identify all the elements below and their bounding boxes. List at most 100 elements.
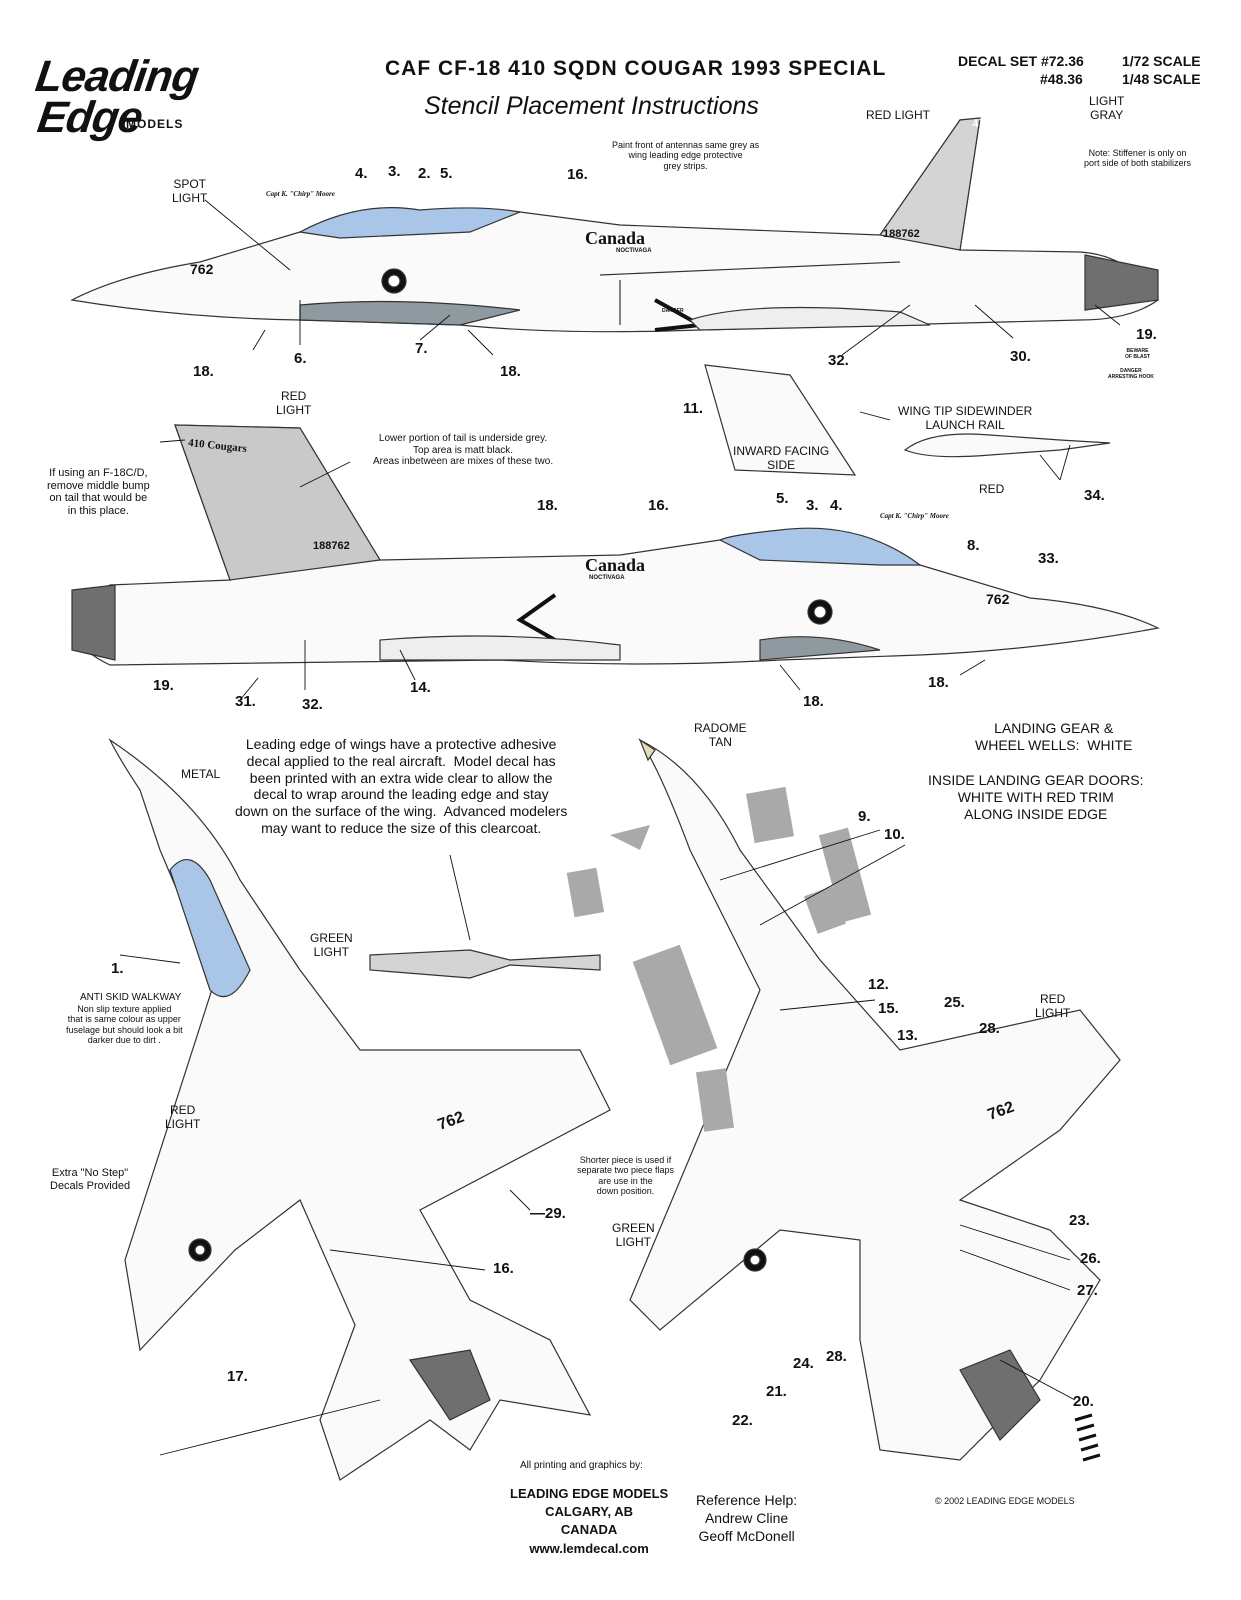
- wingtip-rail-label: WING TIP SIDEWINDER LAUNCH RAIL: [898, 404, 1033, 432]
- pilot-name-bottom: Capt K. "Chirp" Moore: [880, 512, 949, 520]
- callout-16-plan: 16.: [493, 1260, 514, 1277]
- no-step-note: Extra "No Step" Decals Provided: [50, 1167, 131, 1192]
- f18-note: If using an F-18C/D, remove middle bump …: [47, 467, 150, 517]
- red-light-label-3: RED LIGHT: [165, 1103, 201, 1131]
- sidewinder-rail: [903, 433, 1111, 458]
- radome-label: RADOME TAN: [694, 721, 747, 749]
- callout-15: 15.: [878, 1000, 899, 1017]
- logo-models: MODELS: [126, 117, 184, 131]
- inside-doors-note: INSIDE LANDING GEAR DOORS: WHITE WITH RE…: [928, 772, 1144, 822]
- callout-12: 12.: [868, 976, 889, 993]
- callout-28-a: 28.: [979, 1020, 1000, 1037]
- callout-7-top: 7.: [415, 340, 428, 357]
- anti-skid-title: ANTI SKID WALKWAY: [80, 992, 182, 1003]
- callout-17: 17.: [227, 1368, 248, 1385]
- noctivaga-top: NOCTIVAGA: [616, 248, 652, 254]
- callout-4-top: 4.: [355, 165, 368, 182]
- callout-11: 11.: [683, 400, 704, 417]
- callout-24: 24.: [793, 1355, 814, 1372]
- reference-credit: Reference Help: Andrew Cline Geoff McDon…: [696, 1492, 798, 1545]
- under-plan-aircraft: 762: [566, 738, 1121, 1461]
- bottom-profile-aircraft: 762: [71, 424, 1160, 666]
- anti-skid-note: Non slip texture applied that is same co…: [66, 1004, 183, 1046]
- metal-label: METAL: [181, 767, 221, 781]
- stiffener-note: Note: Stiffener is only on port side of …: [1084, 148, 1192, 169]
- callout-30-top: 30.: [1010, 348, 1031, 365]
- ladder-marks: [1074, 1413, 1101, 1462]
- leading-edge-strip: [369, 949, 601, 979]
- callout-18-top-b: 18.: [500, 363, 521, 380]
- callout-25: 25.: [944, 994, 965, 1011]
- shorter-piece-note: Shorter piece is used if separate two pi…: [577, 1155, 675, 1197]
- callout-16-bottom: 16.: [648, 497, 669, 514]
- beware-top: BEWARE OF BLAST: [1125, 348, 1150, 360]
- scale-1: 1/72 SCALE: [1122, 53, 1201, 69]
- callout-31: 31.: [235, 693, 256, 710]
- callout-29: —29.: [530, 1205, 566, 1222]
- callout-9: 9.: [858, 808, 871, 825]
- callout-3-top: 3.: [388, 163, 401, 180]
- callout-1: 1.: [111, 960, 124, 977]
- callout-10: 10.: [884, 826, 905, 843]
- red-light-label: RED LIGHT: [866, 108, 931, 122]
- callout-5-bottom: 5.: [776, 490, 789, 507]
- callout-6-top: 6.: [294, 350, 307, 367]
- callout-34: 34.: [1084, 487, 1105, 504]
- page-title: CAF CF-18 410 SQDN COUGAR 1993 SPECIAL: [385, 57, 887, 80]
- antenna-note: Paint front of antennas same grey as win…: [612, 140, 760, 171]
- pilot-name-top: Capt K. "Chirp" Moore: [266, 190, 335, 198]
- inward-facing-label: INWARD FACING SIDE: [733, 444, 830, 472]
- copyright: © 2002 LEADING EDGE MODELS: [935, 1496, 1075, 1506]
- leader-lines: [119, 199, 1121, 1456]
- canada-top: Canada: [585, 228, 646, 248]
- callout-5-top: 5.: [440, 165, 453, 182]
- callout-28-b: 28.: [826, 1348, 847, 1365]
- serial-bottom: 188762: [313, 540, 350, 552]
- callout-2-top: 2.: [418, 165, 431, 182]
- red-light-label-4: RED LIGHT: [1035, 992, 1071, 1020]
- inward-tail-piece: [704, 364, 857, 476]
- decal-set-1: DECAL SET #72.36: [958, 53, 1084, 69]
- noctivaga-bottom: NOCTIVAGA: [589, 575, 625, 581]
- landing-gear-note: LANDING GEAR & WHEEL WELLS: WHITE: [975, 720, 1133, 753]
- callout-23: 23.: [1069, 1212, 1090, 1229]
- callout-18-top-a: 18.: [193, 363, 214, 380]
- arresting-top: DANGER ARRESTING HOOK: [1108, 368, 1154, 380]
- callout-33: 33.: [1038, 550, 1059, 567]
- callout-19-top: 19.: [1136, 326, 1157, 343]
- callout-32-bottom: 32.: [302, 696, 323, 713]
- spot-light-label: SPOT LIGHT: [172, 177, 208, 205]
- callout-26: 26.: [1080, 1250, 1101, 1267]
- printing-credit: All printing and graphics by:: [520, 1460, 643, 1471]
- canada-bottom: Canada: [585, 555, 646, 575]
- callout-4-bottom: 4.: [830, 497, 843, 514]
- red-light-label-2: RED LIGHT: [276, 389, 312, 417]
- callout-32-top: 32.: [828, 352, 849, 369]
- decal-set-2: #48.36: [1040, 71, 1083, 87]
- callout-16-top: 16.: [567, 166, 588, 183]
- callout-18-bottom-c: 18.: [928, 674, 949, 691]
- green-light-label: GREEN LIGHT: [310, 931, 353, 959]
- svg-text:762: 762: [190, 261, 214, 277]
- green-light-label-2: GREEN LIGHT: [612, 1221, 655, 1249]
- page-subtitle: Stencil Placement Instructions: [424, 92, 759, 120]
- top-plan-aircraft: 762: [108, 738, 611, 1481]
- light-gray-label: LIGHT GRAY: [1089, 94, 1125, 122]
- callout-22: 22.: [732, 1412, 753, 1429]
- leading-edge-note: Leading edge of wings have a protective …: [235, 736, 568, 836]
- callout-19-bottom: 19.: [153, 677, 174, 694]
- callout-21: 21.: [766, 1383, 787, 1400]
- callout-27: 27.: [1077, 1282, 1098, 1299]
- callout-13: 13.: [897, 1027, 918, 1044]
- serial-top: 188762: [883, 228, 920, 240]
- tail-note: Lower portion of tail is underside grey.…: [373, 433, 554, 467]
- svg-text:762: 762: [986, 591, 1010, 607]
- red-label-rail: RED: [979, 482, 1005, 496]
- callout-18-bottom-a: 18.: [537, 497, 558, 514]
- scale-2: 1/48 SCALE: [1122, 71, 1201, 87]
- company-credit: LEADING EDGE MODELS CALGARY, AB CANADA w…: [510, 1486, 669, 1556]
- top-profile-aircraft: 762: [70, 117, 1159, 333]
- callout-3-bottom: 3.: [806, 497, 819, 514]
- callout-20: 20.: [1073, 1393, 1094, 1410]
